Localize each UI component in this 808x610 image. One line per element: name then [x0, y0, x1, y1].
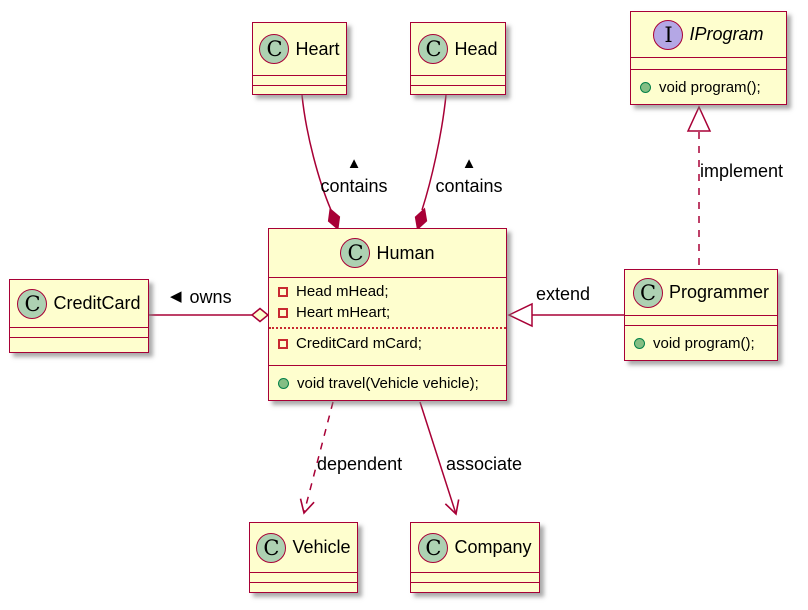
edge-label-text: extend: [536, 284, 591, 304]
field-row: CreditCard mCard;: [269, 333, 506, 354]
class-spot-icon: C: [340, 238, 371, 268]
edge-label-text: associate: [446, 454, 523, 474]
method-text: void program();: [659, 78, 761, 96]
edge-label-associate: associate: [446, 453, 522, 475]
class-name: Company: [454, 537, 532, 557]
fields-compartment: [250, 572, 357, 582]
methods-compartment: [411, 582, 539, 592]
field-row: Head mHead;: [269, 281, 506, 302]
methods-compartment: void program();: [631, 69, 786, 104]
methods-compartment: [10, 337, 148, 352]
interface-spot-icon: I: [653, 19, 684, 50]
spot-letter: C: [639, 280, 657, 305]
spot-letter: C: [24, 291, 41, 316]
public-method-icon: [640, 81, 651, 93]
fields-compartment: [411, 572, 539, 582]
class-name: Vehicle: [292, 537, 351, 557]
fields-compartment: [253, 75, 346, 85]
direction-triangle-icon: ▲: [346, 155, 362, 172]
dotted-separator: [269, 327, 506, 329]
class-name: Programmer: [668, 282, 770, 302]
fields-compartment: [631, 57, 786, 69]
method-text: void program();: [653, 334, 755, 352]
inheritance-triangle-extend-icon: [507, 302, 533, 328]
spot-letter: C: [347, 241, 364, 265]
private-field-icon: [278, 338, 288, 349]
class-human-title: C Human: [269, 229, 506, 277]
field-text: Heart mHeart;: [296, 304, 391, 321]
edge-label-contains-head: ▲ contains: [427, 153, 511, 197]
class-spot-icon: C: [259, 34, 290, 64]
class-creditcard-title: C CreditCard: [10, 280, 148, 327]
method-row: void program();: [625, 333, 777, 354]
class-heart: C Heart: [252, 22, 347, 95]
method-row: void travel(Vehicle vehicle);: [269, 373, 506, 394]
public-method-icon: [634, 337, 645, 349]
direction-triangle-icon: ▲: [461, 155, 477, 172]
methods-compartment: [250, 582, 357, 592]
class-spot-icon: C: [632, 277, 663, 308]
edge-label-extend: extend: [536, 283, 590, 305]
class-name: Heart: [295, 38, 340, 59]
class-company-title: C Company: [411, 523, 539, 572]
class-vehicle: C Vehicle: [249, 522, 358, 593]
methods-compartment: [253, 85, 346, 94]
class-head-title: C Head: [411, 23, 505, 75]
interface-iprogram: I IProgram void program();: [630, 11, 787, 105]
field-row: Heart mHeart;: [269, 302, 506, 323]
methods-compartment: [411, 85, 505, 94]
class-creditcard: C CreditCard: [9, 279, 149, 353]
methods-compartment: void travel(Vehicle vehicle);: [269, 365, 506, 400]
class-spot-icon: C: [418, 34, 449, 64]
spot-letter: C: [266, 37, 283, 61]
spot-letter: C: [263, 535, 280, 560]
realization-triangle-implement-icon: [686, 105, 712, 132]
edge-label-text: dependent: [317, 454, 403, 474]
edge-label-text: implement: [700, 161, 784, 181]
class-heart-title: C Heart: [253, 23, 346, 75]
interface-name: IProgram: [689, 24, 764, 44]
interface-iprogram-title: I IProgram: [631, 12, 786, 57]
public-method-icon: [278, 377, 289, 389]
private-field-icon: [278, 307, 288, 318]
class-name: Human: [376, 242, 435, 263]
fields-compartment: Head mHead; Heart mHeart; CreditCard mCa…: [269, 277, 506, 365]
spot-letter: C: [425, 37, 442, 61]
private-field-icon: [278, 286, 288, 297]
class-name: Head: [454, 38, 498, 59]
class-head: C Head: [410, 22, 506, 95]
field-text: Head mHead;: [296, 283, 389, 300]
direction-triangle-icon: ◀: [170, 288, 182, 305]
edge-label-text: contains: [435, 176, 503, 196]
class-name: CreditCard: [53, 293, 141, 313]
class-programmer-title: C Programmer: [625, 270, 777, 315]
aggregation-diamond-owns-icon: [250, 307, 270, 323]
fields-compartment: [10, 327, 148, 337]
spot-letter: C: [425, 535, 442, 560]
edge-label-owns: ◀ owns: [170, 286, 232, 308]
method-row: void program();: [631, 77, 786, 98]
fields-compartment: [411, 75, 505, 85]
class-spot-icon: C: [17, 288, 48, 319]
fields-compartment: [625, 315, 777, 325]
class-human: C Human Head mHead; Heart mHeart; Credit…: [268, 228, 507, 401]
class-spot-icon: C: [418, 532, 449, 563]
edge-label-text: contains: [320, 176, 388, 196]
method-text: void travel(Vehicle vehicle);: [297, 374, 479, 392]
edge-label-dependent: dependent: [317, 453, 402, 475]
methods-compartment: void program();: [625, 325, 777, 360]
field-text: CreditCard mCard;: [296, 335, 422, 352]
class-programmer: C Programmer void program();: [624, 269, 778, 361]
edge-label-implement: implement: [700, 160, 783, 182]
spot-letter: I: [664, 22, 673, 47]
class-company: C Company: [410, 522, 540, 593]
edge-label-text: owns: [189, 287, 232, 307]
class-spot-icon: C: [256, 532, 287, 563]
class-vehicle-title: C Vehicle: [250, 523, 357, 572]
edge-label-contains-heart: ▲ contains: [312, 153, 396, 197]
